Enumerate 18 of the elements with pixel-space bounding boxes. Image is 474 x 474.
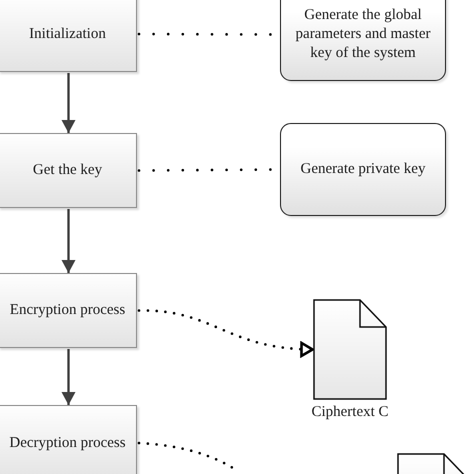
step-label: Get the key — [32, 162, 102, 179]
rounded-box — [280, 123, 446, 216]
step-label: Initialization — [29, 26, 106, 42]
step-label: Decryption process — [9, 434, 126, 452]
arrow — [62, 209, 76, 273]
process-box — [0, 133, 137, 208]
document-icon — [313, 299, 387, 400]
description-text: Generate private key — [300, 160, 426, 179]
description-text: Generate the global parameters and master key of the system — [294, 6, 432, 63]
process-box — [0, 405, 137, 474]
arrow — [62, 349, 76, 405]
rounded-box — [280, 0, 446, 81]
caption-text: Ciphertext C — [311, 404, 389, 421]
arrow — [62, 73, 76, 133]
process-box — [0, 273, 137, 348]
step-label: Encryption process — [10, 302, 126, 319]
dotted-arrow — [138, 309, 314, 357]
process-box — [0, 0, 137, 72]
